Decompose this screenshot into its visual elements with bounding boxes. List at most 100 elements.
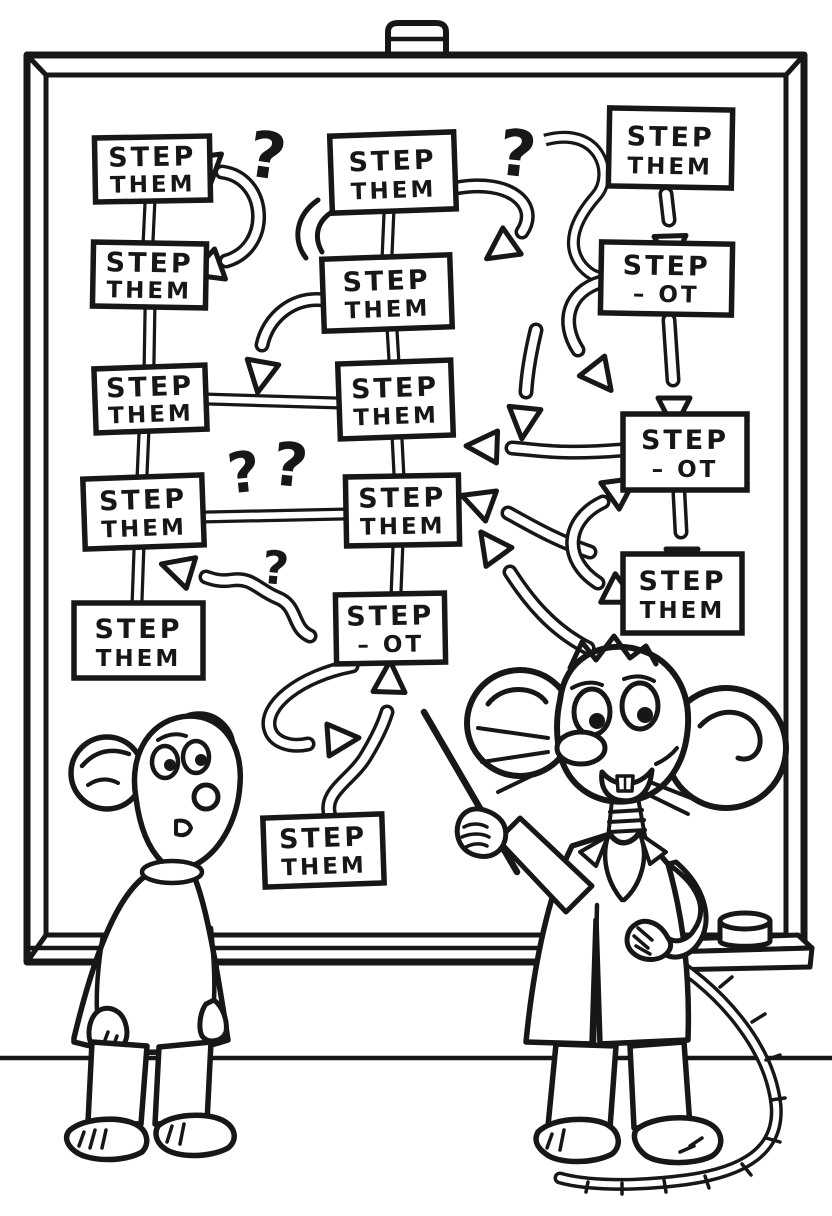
teacher-hand-right <box>624 918 674 962</box>
box-label-line1: STEP <box>351 371 440 405</box>
flowchart-connectors <box>130 130 611 604</box>
teacher-shoe-right <box>631 1115 724 1166</box>
box-label-line2: THEM <box>353 403 439 432</box>
box-label-line1: STEP <box>99 483 188 517</box>
box-label-line1: STEP <box>626 121 715 154</box>
box-label-line2: THEM <box>344 296 430 325</box>
box-label-line1: STEP <box>641 425 729 456</box>
box-label-line1: STEP <box>348 144 437 178</box>
student-pupil-right <box>195 754 207 766</box>
teacher-shoe-left <box>533 1116 621 1165</box>
box-label-line1: STEP <box>108 141 197 174</box>
question-mark-icon: ? <box>269 429 311 502</box>
doodle-arc-1 <box>295 197 321 261</box>
question-mark-icon: ? <box>495 116 540 193</box>
flow-box-mid-6: STEP THEM <box>259 811 388 890</box>
box-label-line2: THEM <box>281 853 367 882</box>
box-label-line2: – OT <box>357 631 424 658</box>
flow-box-right-2: STEP – OT <box>597 239 736 318</box>
box-label-line2: THEM <box>108 401 194 430</box>
box-label-line2: THEM <box>360 513 446 540</box>
box-label-line1: STEP <box>358 482 447 515</box>
whiteboard-inner-frame <box>43 72 789 938</box>
box-label-line1: STEP <box>622 250 711 283</box>
arrowhead <box>370 658 408 696</box>
teacher-shoe-right-lines <box>678 1136 704 1154</box>
arrowhead <box>158 555 199 591</box>
teacher-nose <box>554 729 608 767</box>
flow-box-mid-5: STEP – OT <box>332 590 449 667</box>
teacher-eye-right <box>619 680 661 732</box>
box-label-line1: STEP <box>638 566 726 597</box>
flow-box-right-3: STEP – OT <box>620 411 750 493</box>
flow-box-left-5: STEP THEM <box>71 600 206 681</box>
frame-miter-tl <box>24 52 49 78</box>
student-ear-left-inner <box>79 748 132 769</box>
student-pupil-left <box>164 759 176 771</box>
box-label-line1: STEP <box>106 370 195 404</box>
question-mark-icon: ? <box>224 439 263 507</box>
box-label-line2: THEM <box>110 171 196 198</box>
question-mark-icon: ? <box>243 118 290 196</box>
flow-box-mid-1: STEP THEM <box>326 129 460 216</box>
teacher-mouse <box>420 633 789 1196</box>
box-label-line1: STEP <box>105 247 194 280</box>
flow-box-mid-4: STEP THEM <box>342 472 463 549</box>
flow-box-left-1: STEP THEM <box>91 133 214 205</box>
student-shoe-left-lines <box>77 1128 108 1150</box>
teacher-lapel-notch-left <box>578 834 610 868</box>
student-head <box>131 713 244 872</box>
student-hand-right <box>197 997 229 1044</box>
frame-miter-tr <box>783 52 807 78</box>
teacher-eye-left <box>571 686 613 738</box>
teacher-hand-right-fingers <box>632 926 654 956</box>
flow-box-left-3: STEP THEM <box>91 362 210 436</box>
student-mouse <box>63 711 244 1163</box>
flow-box-right-1: STEP THEM <box>605 105 736 191</box>
teacher-lapel-notch-right <box>638 832 668 866</box>
whiteboard-outer-frame <box>23 51 808 966</box>
student-nose <box>191 782 221 812</box>
arrowhead <box>459 488 499 524</box>
teacher-ear-right-inner <box>697 709 763 762</box>
doodle-arc-2 <box>314 209 335 255</box>
student-brow <box>156 732 188 742</box>
teacher-fist-fingers <box>460 822 491 849</box>
student-mouth <box>174 818 193 838</box>
arrowhead <box>576 353 614 393</box>
box-label-line2: THEM <box>350 177 436 206</box>
teacher-leg-left <box>545 1041 619 1131</box>
box-label-line1: STEP <box>342 264 431 298</box>
box-label-line2: THEM <box>96 646 182 672</box>
student-shoe-left <box>63 1116 150 1163</box>
teacher-whiskers <box>476 726 698 816</box>
student-collar <box>139 858 205 886</box>
teacher-pupil-right <box>637 707 653 723</box>
teacher-neck-stripes <box>606 796 647 840</box>
teacher-shoe-left-lines <box>545 1128 566 1152</box>
box-label-line2: THEM <box>106 277 192 304</box>
eraser-top <box>717 910 773 932</box>
box-label-line2: THEM <box>640 598 726 624</box>
box-label-line2: THEM <box>627 153 713 180</box>
flow-box-left-4: STEP THEM <box>79 472 208 552</box>
flow-box-left-2: STEP THEM <box>89 239 210 311</box>
box-label-line2: THEM <box>101 515 187 544</box>
flow-box-mid-3: STEP THEM <box>334 357 457 442</box>
flow-box-right-4: STEP THEM <box>620 551 745 636</box>
box-label-line2: – OT <box>652 457 719 483</box>
teacher-hair-tuft <box>567 633 659 671</box>
box-label-line2: – OT <box>633 281 700 308</box>
arrowhead <box>463 428 501 466</box>
question-mark-icon: ? <box>260 540 291 596</box>
teacher-smile-crease <box>654 746 679 766</box>
student-leg-right <box>152 1039 214 1127</box>
student-arm-left-line <box>94 932 106 1015</box>
arrowhead <box>484 225 524 262</box>
flow-box-mid-2: STEP THEM <box>318 251 456 335</box>
box-label-line1: STEP <box>94 614 182 645</box>
arrowhead <box>478 529 515 569</box>
question-marks: ? ? ? ? ? <box>224 116 539 596</box>
whiteboard-hanger-tab <box>385 20 449 58</box>
student-leg-left <box>85 1039 150 1127</box>
